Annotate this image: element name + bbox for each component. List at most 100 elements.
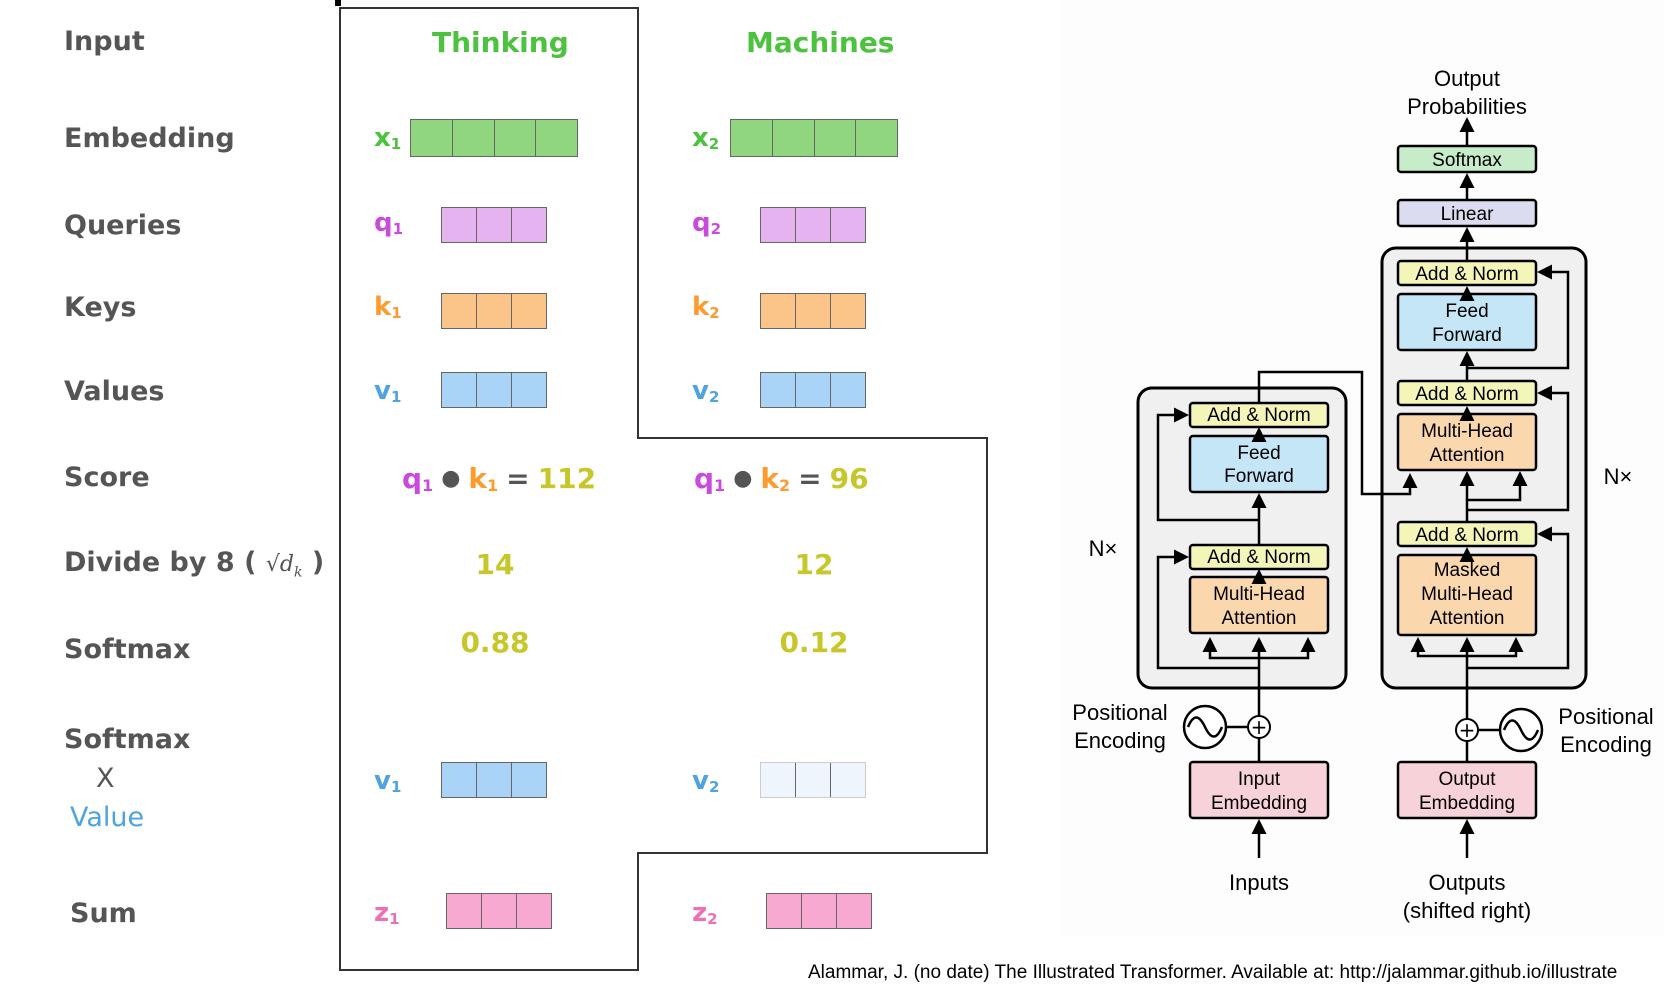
vector-cell — [477, 373, 512, 407]
vec-label-q2: q2 — [692, 208, 722, 238]
encoder-positional-label-2: Encoding — [1074, 728, 1166, 753]
vector-v1-weighted — [441, 762, 547, 798]
row-label-value: Value — [70, 802, 145, 833]
vector-cell — [796, 294, 831, 328]
encoder-plus-icon: + — [1251, 715, 1268, 739]
vector-cell — [477, 763, 512, 797]
row-label-softmax: Softmax — [64, 634, 191, 665]
svg-text:Feed: Feed — [1237, 443, 1280, 464]
sqrt-dk: √dk — [265, 552, 303, 581]
encoder-pos-add — [1247, 715, 1271, 739]
decoder-multi-head-attention: Multi-Head Attention — [1396, 412, 1538, 472]
svg-text:Feed: Feed — [1445, 301, 1488, 322]
vector-k2 — [760, 293, 866, 329]
svg-text:Attention: Attention — [1430, 445, 1505, 466]
svg-text:Forward: Forward — [1432, 325, 1502, 346]
softmax-value-2: 0.12 — [779, 626, 849, 659]
vector-cell — [831, 294, 865, 328]
row-label-x: X — [96, 763, 115, 794]
vector-cell — [517, 894, 551, 928]
divide-prefix: Divide by 8 ( — [64, 547, 257, 578]
vector-x1 — [410, 119, 578, 157]
vector-cell — [494, 120, 537, 156]
vector-cell — [761, 294, 796, 328]
vector-cell — [796, 373, 831, 407]
row-label-embedding: Embedding — [64, 123, 235, 154]
masked-multi-head-attention: Masked Multi-Head Attention — [1396, 553, 1538, 637]
linear-block: Linear — [1396, 198, 1538, 228]
svg-text:Softmax: Softmax — [1432, 150, 1502, 171]
vec-label-z2: z2 — [692, 898, 718, 928]
vec-label-k2: k2 — [692, 292, 720, 322]
encoder-nx-label: N× — [1089, 536, 1118, 561]
outputs-label-1: Outputs — [1428, 870, 1505, 895]
vector-cell — [761, 373, 796, 407]
divided-value-2: 12 — [794, 548, 834, 581]
row-label-sum: Sum — [70, 898, 137, 929]
svg-text:Add & Norm: Add & Norm — [1415, 525, 1518, 546]
vector-cell — [512, 208, 546, 242]
vector-cell — [536, 120, 577, 156]
row-label-softmax-x: Softmax — [64, 724, 191, 755]
row-label-values: Values — [64, 376, 165, 407]
decoder-feed-forward: Feed Forward — [1396, 292, 1538, 352]
svg-text:Output: Output — [1438, 769, 1496, 790]
vector-cell — [477, 208, 512, 242]
word-thinking: Thinking — [432, 26, 569, 59]
vec-label-z1: z1 — [374, 898, 400, 928]
svg-text:Attention: Attention — [1222, 608, 1297, 629]
svg-text:Embedding: Embedding — [1419, 793, 1515, 814]
vector-z1 — [446, 893, 552, 929]
svg-text:Probabilities: Probabilities — [1407, 94, 1527, 119]
svg-text:Add & Norm: Add & Norm — [1207, 547, 1310, 568]
decoder-add-norm-top: Add & Norm — [1396, 259, 1538, 287]
row-label-divide: Divide by 8 ( √dk ) — [64, 547, 324, 580]
vector-v2-weighted — [760, 762, 866, 798]
vector-z2 — [766, 893, 872, 929]
vector-cell — [442, 373, 477, 407]
decoder-add-norm-middle: Add & Norm — [1396, 379, 1538, 407]
vector-cell — [772, 120, 815, 156]
vector-cell — [411, 120, 453, 156]
divided-value-1: 14 — [475, 548, 515, 581]
vector-cell — [814, 120, 857, 156]
vec-label-v1: v1 — [374, 376, 402, 406]
vector-x2 — [730, 119, 898, 157]
vector-cell — [442, 208, 477, 242]
encoder-block — [1136, 386, 1348, 690]
vector-cell — [837, 894, 871, 928]
word-machines: Machines — [746, 26, 895, 59]
vec-label-v1-weighted: v1 — [374, 766, 402, 796]
vector-cell — [477, 294, 512, 328]
vector-cell — [761, 208, 796, 242]
input-embedding: Input Embedding — [1188, 760, 1330, 820]
svg-text:Forward: Forward — [1224, 466, 1294, 487]
vec-label-v2-weighted: v2 — [692, 766, 720, 796]
vector-cell — [447, 894, 482, 928]
vec-label-v2: v2 — [692, 376, 720, 406]
vec-label-q1: q1 — [374, 208, 404, 238]
vector-cell — [796, 763, 831, 797]
vector-q2 — [760, 207, 866, 243]
vector-cell — [802, 894, 837, 928]
softmax-value-1: 0.88 — [460, 626, 530, 659]
svg-text:Input: Input — [1238, 769, 1281, 790]
vector-cell — [761, 763, 796, 797]
vector-k1 — [441, 293, 547, 329]
svg-text:Add & Norm: Add & Norm — [1415, 264, 1518, 285]
softmax-block: Softmax — [1396, 144, 1538, 174]
svg-text:Add & Norm: Add & Norm — [1207, 405, 1310, 426]
vector-cell — [796, 208, 831, 242]
svg-text:Linear: Linear — [1441, 204, 1494, 225]
svg-text:Embedding: Embedding — [1211, 793, 1307, 814]
svg-text:Multi-Head: Multi-Head — [1421, 421, 1513, 442]
decoder-add-norm-bottom: Add & Norm — [1396, 520, 1538, 548]
vector-cell — [442, 294, 477, 328]
vector-cell — [831, 208, 865, 242]
svg-text:Multi-Head: Multi-Head — [1213, 584, 1305, 605]
output-embedding: Output Embedding — [1396, 760, 1538, 820]
vector-cell — [856, 120, 897, 156]
outputs-label-2: (shifted right) — [1403, 898, 1531, 923]
vector-q1 — [441, 207, 547, 243]
encoder-positional-label-1: Positional — [1072, 700, 1167, 725]
